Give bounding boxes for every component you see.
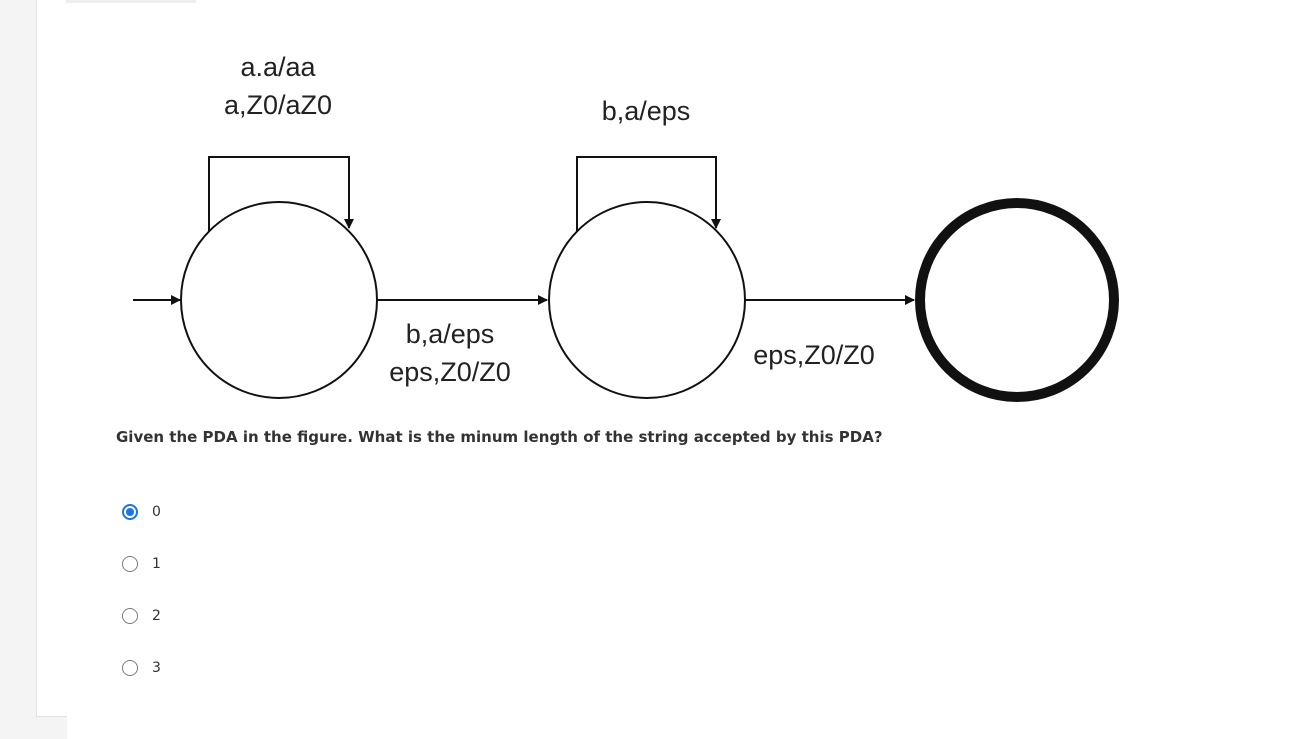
option-0[interactable]: 0 (122, 500, 161, 524)
radio-icon[interactable] (122, 608, 138, 624)
option-label: 2 (152, 608, 161, 624)
self-loop-2 (576, 156, 721, 232)
state-2 (548, 201, 746, 399)
option-label: 0 (152, 504, 161, 520)
pda-diagram: a.a/aa a,Z0/aZ0 b,a/eps eps,Z0/Z0 b,a/ep… (133, 52, 1119, 402)
self-loop-1 (208, 156, 354, 232)
question-text: Given the PDA in the figure. What is the… (116, 428, 883, 446)
option-1[interactable]: 1 (122, 552, 161, 576)
state-1 (180, 201, 378, 399)
radio-selected-icon[interactable] (122, 504, 138, 520)
option-label: 1 (152, 556, 161, 572)
option-label: 3 (152, 660, 161, 676)
option-2[interactable]: 2 (122, 604, 161, 628)
option-3[interactable]: 3 (122, 656, 161, 680)
accepting-state (915, 198, 1119, 402)
radio-icon[interactable] (122, 660, 138, 676)
edge2-label: eps,Z0/Z0 (753, 340, 875, 370)
bottom-strip (0, 716, 67, 739)
loop2-label: b,a/eps (602, 96, 691, 126)
radio-icon[interactable] (122, 556, 138, 572)
loop1-label-line2: a,Z0/aZ0 (224, 90, 332, 120)
loop1-label-line1: a.a/aa (240, 52, 316, 82)
divider (36, 716, 67, 717)
edge1-label-line1: b,a/eps (406, 319, 495, 349)
left-gutter (0, 0, 37, 739)
top-edge-fragment (66, 0, 196, 3)
edge1-label-line2: eps,Z0/Z0 (389, 357, 511, 387)
